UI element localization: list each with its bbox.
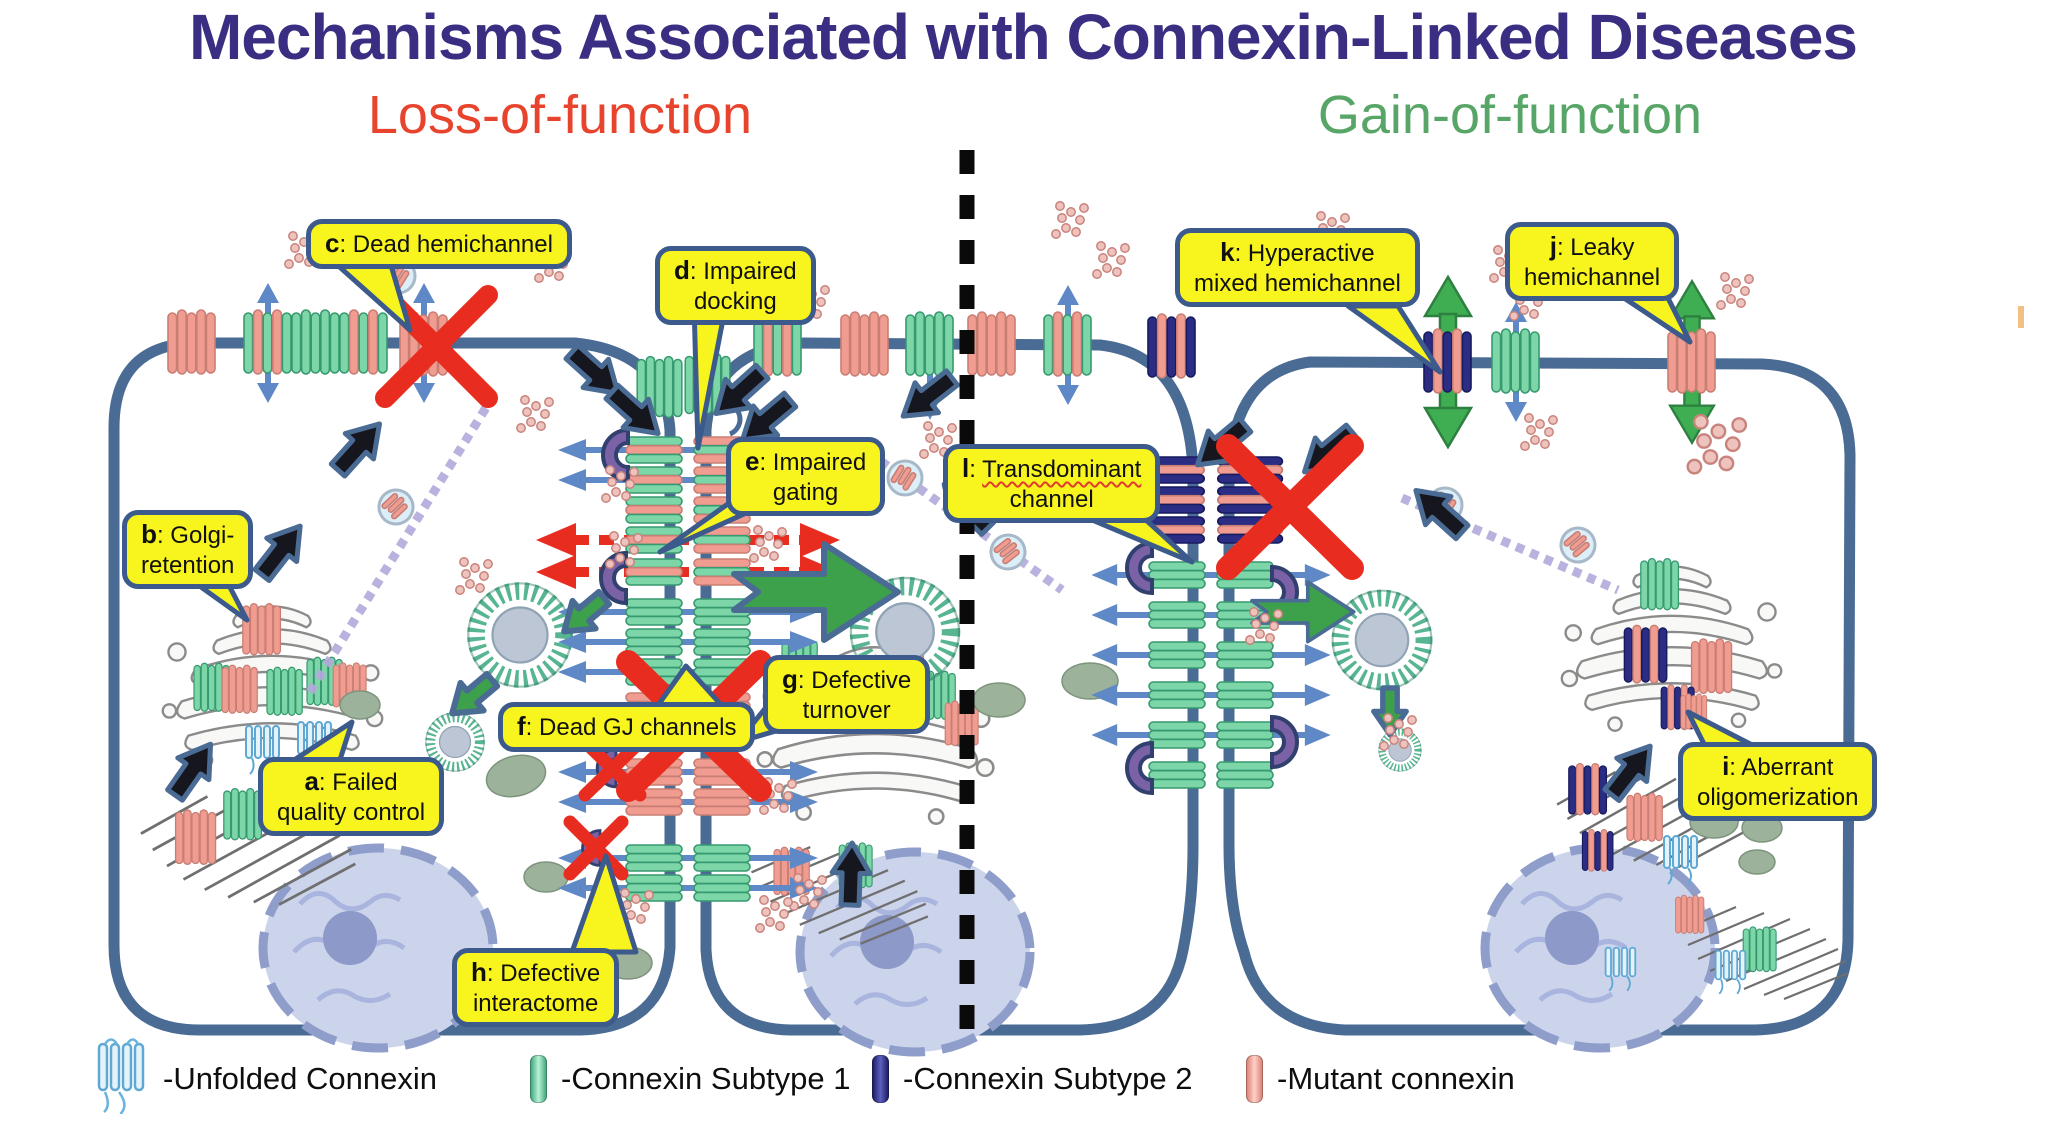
legend-item-connexin-subtype-1: -Connexin Subtype 1	[530, 1038, 851, 1120]
callout-i-aberrant-oligomerization: i: Aberrant oligomerization	[1678, 742, 1878, 821]
callout-k-hyperactive-mixed-hemichannel: k: Hyperactive mixed hemichannel	[1175, 228, 1420, 307]
legend-label: -Connexin Subtype 2	[903, 1061, 1193, 1096]
unfolded-connexin-icon	[95, 1036, 149, 1122]
legend-item-mutant-connexin: -Mutant connexin	[1246, 1038, 1515, 1120]
mutant-connexin-icon	[1246, 1055, 1263, 1103]
callout-j-leaky-hemichannel: j: Leaky hemichannel	[1505, 222, 1680, 301]
endosomes-left	[339, 690, 653, 980]
microtubule-left	[306, 395, 496, 695]
callout-tails	[177, 259, 1761, 955]
callout-e-impaired-gating: e: Impaired gating	[726, 437, 886, 516]
endosome	[972, 682, 1026, 718]
legend-label: -Mutant connexin	[1277, 1061, 1515, 1096]
section-header-loss-of-function: Loss-of-function	[367, 85, 753, 145]
callout-l-transdominant-channel: l: Transdominant channel	[943, 444, 1161, 523]
figure-title: Mechanisms Associated with Connexin-Link…	[188, 1, 1858, 73]
edge-artifact	[2018, 306, 2024, 328]
callout-h-defective-interactome: h: Defective interactome	[452, 948, 620, 1027]
connexin-subtype-1-icon	[530, 1055, 547, 1103]
callout-g-defective-turnover: g: Defective turnover	[763, 655, 931, 734]
legend-item-unfolded-connexin: -Unfolded Connexin	[95, 1036, 438, 1122]
red-x-transdominant-channel	[1216, 434, 1364, 580]
callout-a-failed-quality-control: a: Failed quality control	[258, 757, 445, 836]
callout-b-golgi-retention: b: Golgi- retention	[122, 510, 254, 589]
section-header-gain-of-function: Gain-of-function	[1317, 85, 1703, 145]
legend-label: -Connexin Subtype 1	[561, 1061, 851, 1096]
callout-f-dead-gj-channels: f: Dead GJ channels	[498, 702, 756, 752]
legend-label: -Unfolded Connexin	[163, 1061, 438, 1096]
nucleus-middle	[800, 852, 1030, 1052]
transport-vesicle	[886, 459, 924, 497]
nucleus-right	[1485, 848, 1715, 1048]
connexin-subtype-2-icon	[872, 1055, 889, 1103]
legend-item-connexin-subtype-2: -Connexin Subtype 2	[872, 1038, 1193, 1120]
callout-c-dead-hemichannel: c: Dead hemichannel	[306, 219, 572, 269]
callout-d-impaired-docking: d: Impaired docking	[655, 246, 816, 325]
red-x-defective-interactome-2	[563, 815, 629, 881]
